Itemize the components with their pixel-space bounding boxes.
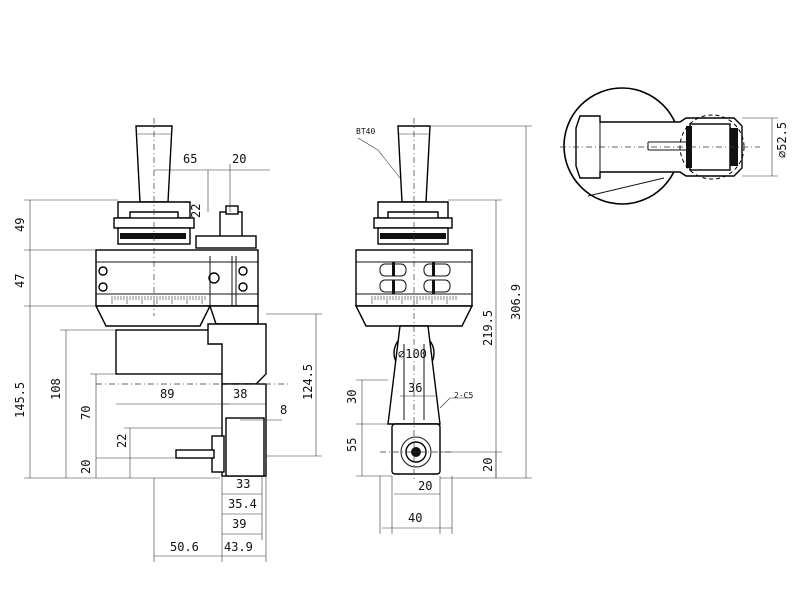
dim-306-9: 306.9 [509,284,523,320]
dim-47: 47 [13,274,27,288]
dim-20-top: 20 [232,152,246,166]
dim-40: 40 [408,511,422,525]
dim-108: 108 [49,378,63,400]
dim-38: 38 [233,387,247,401]
dim-35-4: 35.4 [228,497,257,511]
dim-22-top: 22 [189,204,203,218]
top-view [560,87,760,205]
dim-20-mid: 20 [418,479,432,493]
dim-dia-100: ⌀100 [398,347,427,361]
dim-33: 33 [236,477,250,491]
dim-89: 89 [160,387,174,401]
dim-124-5: 124.5 [301,364,315,400]
dim-70: 70 [79,406,93,420]
dimension-lines [24,117,778,562]
dim-36: 36 [408,381,422,395]
dim-49: 49 [13,218,27,232]
dim-20-right: 20 [481,458,495,472]
dim-219-5: 219.5 [481,310,495,346]
dim-20-left: 20 [79,460,93,474]
label-2-c5: 2-C5 [454,391,473,400]
dim-22-left: 22 [115,434,129,448]
dim-55: 55 [345,438,359,452]
dim-30: 30 [345,390,359,404]
dimension-text: 65 20 22 49 47 145.5 108 70 22 20 89 38 … [13,122,789,554]
dim-65: 65 [183,152,197,166]
side-view [94,118,290,477]
dim-43-9: 43.9 [224,540,253,554]
dim-8: 8 [280,403,287,417]
dim-145-5: 145.5 [13,382,27,418]
label-bt40: BT40 [356,127,375,136]
dim-39: 39 [232,517,246,531]
front-view [354,118,474,482]
dim-dia-52-5: ⌀52.5 [775,122,789,158]
dim-50-6: 50.6 [170,540,199,554]
